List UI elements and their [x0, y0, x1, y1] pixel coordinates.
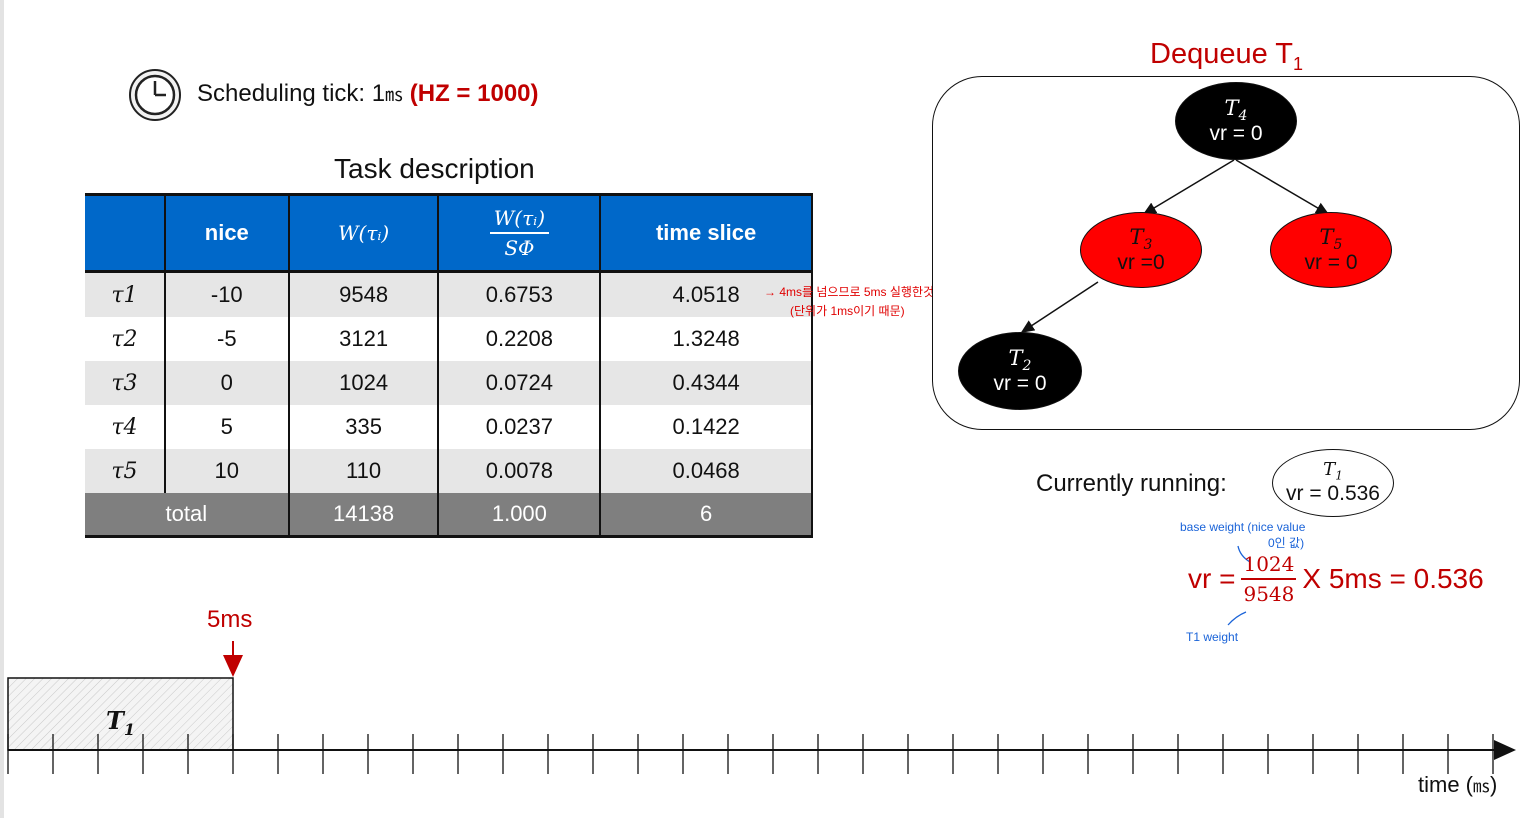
row-ratio: 0.0237: [437, 405, 601, 449]
vr-formula: vr = 1024 9548 X 5ms = 0.536: [1188, 552, 1484, 606]
node-t3-vr: vr =0: [1117, 251, 1165, 275]
note-base-weight-2: 0인 값): [1268, 536, 1305, 550]
header-weight-text: W(τᵢ): [337, 221, 390, 245]
formula-num: 1024: [1241, 552, 1297, 580]
row-task: τ5: [85, 449, 165, 493]
tree-title: Dequeue T1: [1150, 38, 1303, 75]
tree-title-text: Dequeue T: [1150, 38, 1293, 70]
row-ratio: 0.0078: [437, 449, 601, 493]
note-t1-weight: T1 weight: [1186, 630, 1239, 644]
time-axis-label: time (㎳): [1418, 772, 1498, 797]
tick-unit: ㎳: [385, 85, 404, 105]
current-task-name: T1: [1323, 459, 1343, 483]
rb-tree-box: [932, 76, 1520, 430]
clock-icon: [129, 69, 181, 121]
t1-block-label: T1: [106, 706, 135, 739]
note-base-weight: base weight (nice value: [1180, 520, 1306, 534]
row-task: τ3: [85, 361, 165, 405]
tree-title-sub: 1: [1292, 53, 1303, 74]
edge-root-left: [1142, 159, 1235, 215]
row-ratio: 0.0724: [437, 361, 601, 405]
table-total-row: total 14138 1.000 6: [85, 493, 813, 538]
table-row: τ3 0 1024 0.0724 0.4344: [85, 361, 813, 405]
node-t5-vr: vr = 0: [1304, 251, 1358, 275]
node-t4: T4 vr = 0: [1175, 82, 1297, 160]
node-t4-name: T4: [1224, 95, 1248, 124]
tick-hz: (HZ = 1000): [409, 80, 539, 107]
header-empty: [85, 193, 165, 273]
handwritten-note-line2: (단위가 1ms이기 때문): [790, 304, 905, 318]
node-t4-vr: vr = 0: [1209, 122, 1263, 146]
formula-den: 9548: [1243, 582, 1295, 606]
row-ratio: 0.2208: [437, 317, 601, 361]
row-nice: -5: [163, 317, 289, 361]
header-nice: nice: [163, 193, 289, 273]
table-row: τ5 10 110 0.0078 0.0468: [85, 449, 813, 493]
row-nice: 5: [163, 405, 289, 449]
row-slice: 0.4344: [599, 361, 813, 405]
edge-left-leftleft: [1020, 281, 1099, 333]
row-ratio: 0.6753: [437, 271, 601, 317]
node-t3-name: T3: [1129, 224, 1153, 253]
row-weight: 110: [287, 449, 439, 493]
total-weight: 14138: [287, 493, 439, 538]
row-nice: -10: [163, 271, 289, 317]
table-title: Task description: [334, 153, 535, 184]
formula-lhs: vr =: [1188, 563, 1236, 594]
row-task: τ1: [85, 271, 165, 317]
header-ratio-den: SΦ: [504, 236, 535, 260]
time-axis-ticks: [7, 734, 1494, 774]
node-t2-name: T2: [1008, 345, 1032, 374]
header-ratio-fraction: W(τᵢ) SΦ: [489, 206, 549, 260]
node-t5-name: T5: [1319, 224, 1343, 253]
row-nice: 10: [163, 449, 289, 493]
table-row: τ1 -10 9548 0.6753 4.0518: [85, 271, 813, 317]
node-t2: T2 vr = 0: [958, 332, 1082, 410]
note-arrow-bottom: [1227, 611, 1247, 626]
left-edge-strip: [0, 0, 4, 818]
five-ms-label: 5ms: [207, 606, 253, 633]
row-weight: 3121: [287, 317, 439, 361]
node-t2-vr: vr = 0: [993, 372, 1047, 396]
row-nice: 0: [163, 361, 289, 405]
header-ratio-num: W(τᵢ): [489, 206, 549, 234]
row-slice: 0.1422: [599, 405, 813, 449]
tick-label: Scheduling tick: 1: [197, 80, 386, 107]
node-t5: T5 vr = 0: [1270, 212, 1392, 288]
currently-running-label: Currently running:: [1036, 470, 1227, 497]
row-slice: 0.0468: [599, 449, 813, 493]
total-label: total: [85, 493, 289, 538]
row-task: τ4: [85, 405, 165, 449]
node-t3: T3 vr =0: [1080, 212, 1202, 288]
note-arrow-top: [1237, 545, 1251, 563]
formula-rhs: X 5ms = 0.536: [1302, 563, 1484, 594]
row-weight: 9548: [287, 271, 439, 317]
current-task-node: T1 vr = 0.536: [1272, 449, 1394, 517]
task-table: nice W(τᵢ) W(τᵢ) SΦ time slice τ1 -10 95…: [85, 193, 813, 538]
t1-execution-block: [7, 677, 234, 751]
row-task: τ2: [85, 317, 165, 361]
total-slice: 6: [599, 493, 813, 538]
table-row: τ4 5 335 0.0237 0.1422: [85, 405, 813, 449]
handwritten-note-line1: → 4ms를 넘으므로 5ms 실행한것: [764, 285, 935, 299]
table-row: τ2 -5 3121 0.2208 1.3248: [85, 317, 813, 361]
row-weight: 335: [287, 405, 439, 449]
current-task-vr: vr = 0.536: [1286, 481, 1380, 505]
row-slice: 1.3248: [599, 317, 813, 361]
table-header-row: nice W(τᵢ) W(τᵢ) SΦ time slice: [85, 193, 813, 273]
scheduling-tick-text: Scheduling tick: 1㎳ (HZ = 1000): [197, 80, 539, 108]
formula-fraction: 1024 9548: [1241, 552, 1297, 606]
total-ratio: 1.000: [437, 493, 601, 538]
row-slice: 4.0518: [599, 271, 813, 317]
edge-root-right: [1235, 159, 1330, 215]
header-ratio: W(τᵢ) SΦ: [437, 193, 601, 273]
row-weight: 1024: [287, 361, 439, 405]
header-slice: time slice: [599, 193, 813, 273]
header-weight: W(τᵢ): [287, 193, 439, 273]
